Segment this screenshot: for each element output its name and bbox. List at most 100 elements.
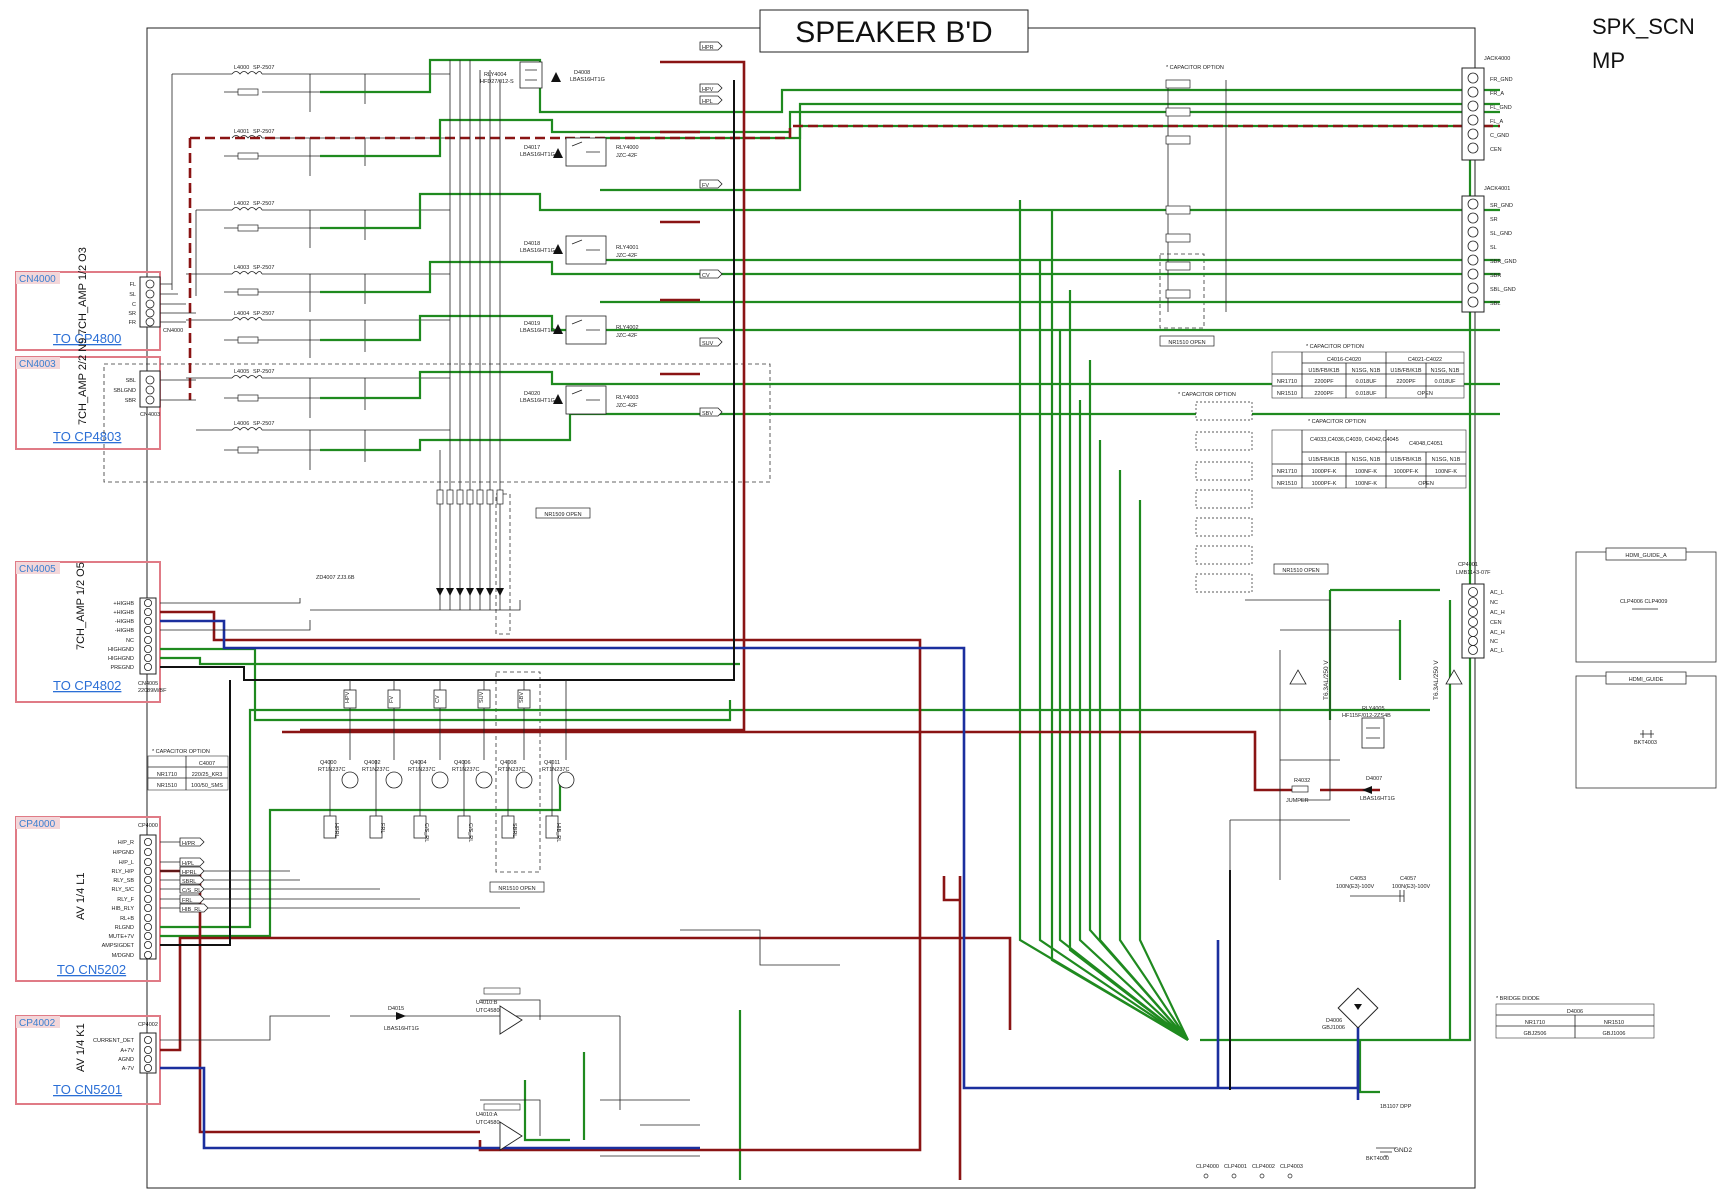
svg-text:NR1510: NR1510 (157, 783, 177, 789)
jumper-r4032: R4032 JUMPER (1286, 778, 1310, 804)
svg-text:U1B/FB/K1B: U1B/FB/K1B (1308, 368, 1340, 374)
transistor-drivers: HPV Q4000 RT1N237C HPRL FV Q4002 RT1N237… (318, 689, 575, 842)
pin-label: AC_H (1490, 610, 1505, 616)
svg-text:N1SG, N1B: N1SG, N1B (1431, 368, 1460, 374)
connector-cn4005[interactable]: CN4005 TO CP4802 7CH_AMP 1/2 O5 +HIGHB +… (15, 561, 167, 703)
connector-link[interactable]: TO CP4800 (53, 331, 121, 346)
cn4005-pins (143, 599, 152, 672)
net-tag: HIB_RL (179, 903, 209, 913)
pin-label: FL (130, 282, 136, 288)
svg-text:C4007: C4007 (199, 761, 215, 767)
connector-cp4002[interactable]: CP4002 TO CN5201 AV 1/4 K1 CP4002 CURREN… (15, 1015, 161, 1105)
cap-stack-top: * CAPACITOR OPTION (1165, 65, 1227, 312)
diode-d4015: D4015 LBAS16HT1G (384, 1006, 419, 1032)
diode-ref: D4015 (388, 1006, 404, 1012)
jack4001[interactable]: JACK4001 SR_GND SR SL_GND SL SBR_GND SBR… (1461, 186, 1517, 313)
transistor-ref: Q4002 (364, 760, 381, 766)
transistor-q4000: HPV Q4000 RT1N237C HPRL (318, 689, 359, 839)
svg-text:U1B/FB/K1B: U1B/FB/K1B (1390, 457, 1422, 463)
relay-ref: RLY4003 (616, 395, 639, 401)
svg-text:CV: CV (435, 695, 441, 703)
svg-text:1000PF-K: 1000PF-K (1312, 481, 1337, 487)
page-name-line-1: SPK_SCN (1592, 14, 1695, 39)
svg-text:FRL: FRL (379, 823, 385, 833)
pin-label: SBR_GND (1490, 259, 1517, 265)
relay-part: JZC-42F (616, 153, 638, 159)
svg-text:100N(E3)-100V: 100N(E3)-100V (1392, 884, 1431, 890)
svg-text:CLP4002: CLP4002 (1252, 1164, 1275, 1170)
connector-link[interactable]: TO CP4803 (53, 429, 121, 444)
relay-blocks: RLY4004 HFD27/012-S RLY4000 JZC-42F RLY4… (480, 61, 1391, 749)
svg-text:U1B/FB/K1B: U1B/FB/K1B (1390, 368, 1422, 374)
connector-link[interactable]: TO CN5201 (53, 1082, 122, 1097)
coil-value: SP-2507 (253, 129, 274, 135)
svg-text:HPV: HPV (702, 87, 714, 93)
transistor-ref: Q4006 (454, 760, 471, 766)
nr1510-open-region-bottom (495, 671, 541, 873)
svg-text:100N(E3)-100V: 100N(E3)-100V (1336, 884, 1375, 890)
title-box: SPEAKER B'D (759, 9, 1029, 53)
svg-text:BKT4003: BKT4003 (1634, 740, 1657, 746)
hdmi-guide-box: HDMI_GUIDE BKT4003 (1575, 671, 1717, 789)
svg-text:C4016-C4020: C4016-C4020 (1327, 357, 1361, 363)
pin-label: SR_GND (1490, 203, 1513, 209)
pin-label: H/P_L (119, 860, 134, 866)
svg-text:NR1510: NR1510 (1604, 1020, 1624, 1026)
connector-side-label: AV 1/4 L1 (75, 873, 87, 921)
connector-side-label: 7CH_AMP 1/2 O3 (77, 247, 89, 335)
transistor-part: RT1N237C (362, 767, 389, 773)
net-tag: CV (699, 269, 723, 279)
resistor-bank-dash (495, 493, 511, 635)
cap-option-label: * CAPACITOR OPTION (1178, 392, 1236, 398)
fuse-right: T6.3AL/250 V (1433, 660, 1463, 700)
relay-part: JZC-42F (616, 333, 638, 339)
connector-ref: CP4001 (1458, 562, 1478, 568)
svg-text:NR1509 OPEN: NR1509 OPEN (544, 512, 581, 518)
pin-label: FL_A (1490, 119, 1503, 125)
filter-row-l4005: L4005 SP-2507 (186, 369, 450, 418)
diode-ref: D4006 (1326, 1018, 1342, 1024)
connector-cp4001[interactable]: CP4001 LMB1143-07F AC_L NC AC_H CEN AC_H… (1456, 562, 1505, 659)
pin-label: HIB_RLY (111, 906, 134, 912)
jack4000[interactable]: JACK4000 FR_GND FR_A FL_GND FL_A C_GND C… (1461, 56, 1513, 161)
pin-label: FR_GND (1490, 77, 1513, 83)
relay-rly4000: RLY4000 JZC-42F (565, 137, 639, 167)
relay-rly4003: RLY4003 JZC-42F (565, 385, 639, 415)
transistor-q4004: CV Q4004 RT1N237C C/S_RL (408, 689, 449, 842)
relay-ref: RLY4004 (484, 72, 507, 78)
svg-text:FV: FV (702, 183, 709, 189)
svg-text:1000PF-K: 1000PF-K (1312, 469, 1337, 475)
connector-link[interactable]: TO CN5202 (57, 962, 126, 977)
svg-text:0.018UF: 0.018UF (1355, 379, 1377, 385)
green-speaker-nets (160, 58, 1500, 1180)
open-tag-nr1510-middle: NR1510 OPEN (1273, 563, 1329, 575)
connector-id: CN4000 (19, 274, 56, 285)
svg-text:NR1510 OPEN: NR1510 OPEN (1168, 340, 1205, 346)
coil-value: SP-2507 (253, 369, 274, 375)
net-tag: HPRL (179, 866, 205, 876)
svg-text:H/PL: H/PL (182, 861, 194, 867)
pin-label: MUTE+7V (108, 934, 134, 940)
svg-text:C4021-C4022: C4021-C4022 (1408, 357, 1442, 363)
opamp-part: UTC4580 (476, 1120, 500, 1126)
pin-label: SL_GND (1490, 231, 1512, 237)
connector-link[interactable]: TO CP4802 (53, 678, 121, 693)
coil-value: SP-2507 (253, 65, 274, 71)
svg-text:H/PR: H/PR (182, 841, 195, 847)
zener-zd4007: ZD4007 ZJ3.6B (316, 575, 355, 581)
table-title: * BRIDGE DIODE (1496, 996, 1540, 1002)
coil-value: SP-2507 (253, 311, 274, 317)
svg-text:ZD4007 ZJ3.6B: ZD4007 ZJ3.6B (316, 575, 355, 581)
connector-cp4000[interactable]: CP4000 TO CN5202 AV 1/4 L1 CP4000 H/P_R … (15, 816, 161, 982)
filter-row-l4000: L4000 SP-2507 (171, 65, 450, 290)
connector-cn4000[interactable]: CN4000 TO CP4800 7CH_AMP 1/2 O3 FL SL C … (15, 247, 183, 351)
svg-text:0.018UF: 0.018UF (1355, 391, 1377, 397)
pin-label: SBLGND (113, 388, 136, 394)
transistor-part: RT1N237C (318, 767, 345, 773)
nr1510-open-region-top (1159, 253, 1205, 329)
board-outline (146, 27, 1476, 1189)
connector-cn4003[interactable]: CN4003 TO CP4803 7CH_AMP 2/2 N9 SBL SBLG… (15, 338, 161, 450)
net-tag: C/S_RL (179, 884, 205, 894)
net-tag: H/PL (179, 857, 205, 867)
